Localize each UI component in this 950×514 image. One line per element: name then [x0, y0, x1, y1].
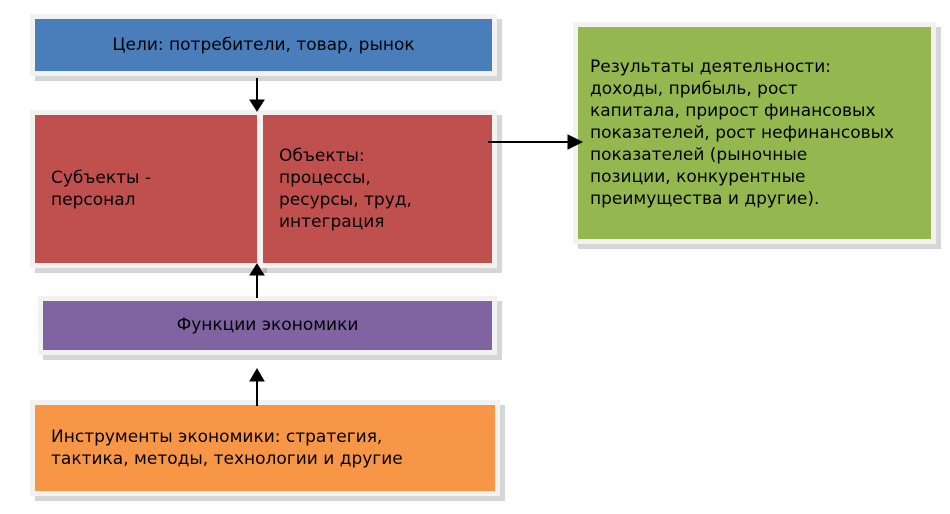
node-goals-label: Цели: потребители, товар, рынок: [35, 19, 492, 71]
node-results[interactable]: Результаты деятельности: доходы, прибыль…: [573, 22, 936, 244]
node-functions[interactable]: Функции экономики: [38, 296, 497, 355]
arrow-objects-to-results: [488, 134, 584, 150]
arrow-goals-to-objects: [249, 78, 265, 112]
arrow-tools-to-functions: [249, 368, 265, 406]
node-tools-label: Инструменты экономики: стратегия, тактик…: [35, 405, 495, 491]
arrow-functions-to-subjects: [249, 263, 265, 298]
node-functions-label: Функции экономики: [43, 301, 492, 350]
node-results-label: Результаты деятельности: доходы, прибыль…: [578, 27, 931, 239]
node-subjects-label: Субъекты - персонал: [35, 115, 257, 263]
node-objects-label: Объекты: процессы, ресурсы, труд, интегр…: [263, 115, 492, 263]
node-subjects[interactable]: Субъекты - персонал: [30, 110, 262, 268]
node-tools[interactable]: Инструменты экономики: стратегия, тактик…: [30, 400, 500, 496]
node-goals[interactable]: Цели: потребители, товар, рынок: [30, 14, 497, 76]
node-objects[interactable]: Объекты: процессы, ресурсы, труд, интегр…: [258, 110, 497, 268]
